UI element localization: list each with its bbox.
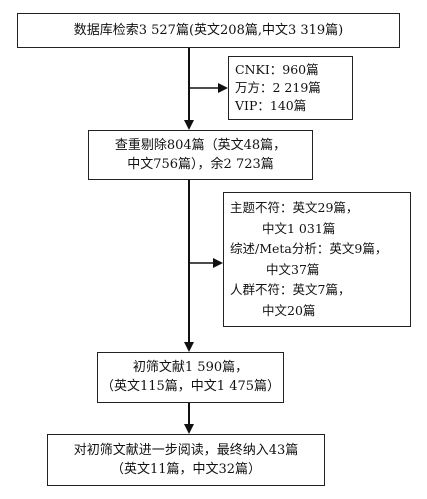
dedup-line-1: 查重剔除804篇（英文48篇， bbox=[114, 138, 287, 153]
screen-line-2: （英文115篇，中文1 475篇） bbox=[100, 379, 281, 394]
excl-topic-cn: 中文1 031篇 bbox=[262, 220, 336, 236]
excl-review: 综述/Meta分析：英文9篇， bbox=[230, 241, 388, 256]
excl-topic: 主题不符：英文29篇， bbox=[230, 200, 359, 215]
source-vip: VIP：140篇 bbox=[235, 98, 307, 113]
initial-screen-box: 初筛文献1 590篇， （英文115篇，中文1 475篇） bbox=[97, 352, 284, 403]
dedup-line-2: 中文756篇），余2 723篇 bbox=[127, 157, 274, 172]
excl-population-cn: 中文20篇 bbox=[262, 302, 316, 318]
screen-line-1: 初筛文献1 590篇， bbox=[132, 360, 249, 375]
excl-review-cn: 中文37篇 bbox=[266, 261, 320, 277]
dedup-box: 查重剔除804篇（英文48篇， 中文756篇），余2 723篇 bbox=[88, 130, 313, 180]
excl-population: 人群不符：英文7篇， bbox=[230, 282, 351, 297]
database-search-box: 数据库检索3 527篇(英文208篇,中文3 319篇) bbox=[17, 13, 400, 48]
final-line-1: 对初筛文献进一步阅读，最终纳入43篇 bbox=[73, 443, 299, 458]
exclusion-box: 主题不符：英文29篇， 中文1 031篇 综述/Meta分析：英文9篇， 中文3… bbox=[223, 192, 411, 327]
source-breakdown-box: CNKI：960篇 万方：2 219篇 VIP：140篇 bbox=[228, 56, 353, 120]
final-inclusion-box: 对初筛文献进一步阅读，最终纳入43篇 （英文11篇，中文32篇） bbox=[47, 434, 325, 486]
source-cnki: CNKI：960篇 bbox=[235, 62, 319, 77]
search-line-1: 数据库检索3 527篇(英文208篇,中文3 319篇) bbox=[73, 23, 344, 38]
final-line-2: （英文11篇，中文32篇） bbox=[110, 462, 262, 477]
source-wanfang: 万方：2 219篇 bbox=[235, 80, 321, 95]
